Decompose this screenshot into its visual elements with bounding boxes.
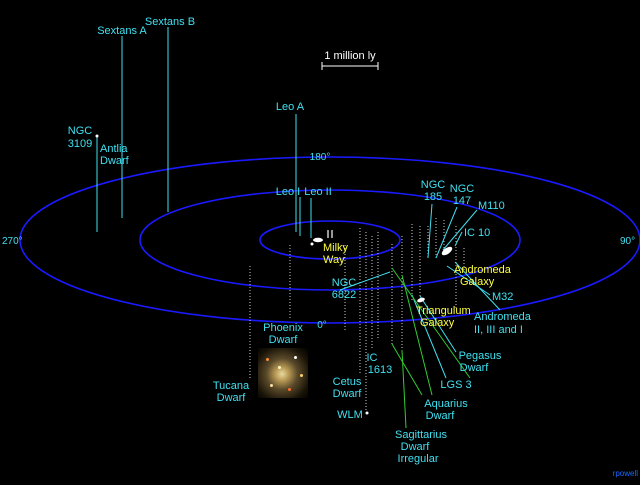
label-antlia-1: Antlia: [100, 143, 128, 155]
label-sextans-b: Sextans B: [145, 16, 195, 28]
inset-star: [294, 356, 297, 359]
deg-180: 180°: [310, 152, 331, 163]
marker-wlm: [365, 411, 369, 415]
deg-0: 0°: [317, 320, 327, 331]
leader-green-2: [401, 274, 433, 396]
label-sagittarius-2: Dwarf: [401, 441, 431, 453]
leader-pegasus: [419, 295, 457, 353]
inset-star: [288, 388, 291, 391]
label-pegasus-2: Dwarf: [460, 362, 490, 374]
label-leo-a: Leo A: [276, 101, 305, 113]
label-m110: M110: [478, 200, 505, 212]
label-milky-way-1: Milky: [323, 242, 349, 254]
label-sagittarius-3: Irregular: [398, 453, 439, 465]
marker-triangulum: [417, 297, 425, 303]
label-aquarius-2: Dwarf: [426, 410, 456, 422]
leader-ic10: [454, 231, 463, 247]
label-triangulum-1: Triangulum: [416, 305, 471, 317]
leader-sagittarius: [401, 349, 407, 429]
label-tucana-1: Tucana: [213, 380, 250, 392]
label-cetus-2: Dwarf: [333, 388, 363, 400]
marker-sgr: [310, 242, 314, 246]
label-antlia-2: Dwarf: [100, 155, 130, 167]
label-leo-i: Leo I: [276, 186, 300, 198]
phoenix-dwarf-photo: [258, 348, 308, 398]
inset-star: [300, 374, 303, 377]
label-ic1613-1: IC: [367, 352, 378, 364]
middle-orbit: [139, 189, 521, 291]
marker-milky-way: [313, 237, 323, 243]
credit: rpowell: [613, 469, 639, 478]
label-m32: M32: [492, 291, 513, 303]
label-andromeda-123-2: II, III and I: [474, 324, 523, 336]
outer-orbit: [19, 156, 640, 324]
label-ic10: IC 10: [464, 227, 490, 239]
leader-ngc147: [435, 206, 458, 259]
label-andromeda-1: Andromeda: [454, 264, 512, 276]
inset-star: [278, 366, 281, 369]
label-pegasus-1: Pegasus: [459, 350, 502, 362]
leader-ngc185: [427, 203, 433, 259]
label-wlm: WLM: [337, 409, 363, 421]
label-ngc185-2: 185: [424, 191, 442, 203]
label-ngc6822-1: NGC: [332, 277, 357, 289]
label-ngc147-1: NGC: [450, 183, 475, 195]
leader-ngc6822: [339, 271, 391, 291]
marker-andromeda: [441, 246, 453, 256]
dotted-stalks: [249, 218, 465, 412]
label-lgs3: LGS 3: [440, 379, 471, 391]
leader-lgs3: [411, 294, 447, 379]
green-leaders: [391, 267, 471, 429]
leader-lines: [339, 203, 501, 379]
deg-90: 90°: [620, 236, 635, 247]
label-cetus-1: Cetus: [333, 376, 362, 388]
label-ngc3109-1: NGC: [68, 125, 93, 137]
leader-m32: [446, 265, 491, 296]
label-andromeda-123-1: Andromeda: [474, 311, 532, 323]
label-tucana-2: Dwarf: [217, 392, 247, 404]
label-ngc147-2: 147: [453, 195, 471, 207]
inner-orbit: [259, 220, 401, 260]
label-ngc3109-2: 3109: [68, 138, 92, 150]
leader-aquarius: [391, 343, 423, 396]
label-phoenix-1: Phoenix: [263, 322, 303, 334]
leader-andromeda-123: [454, 261, 501, 311]
label-andromeda-2: Galaxy: [460, 276, 495, 288]
inset-star: [270, 384, 273, 387]
label-ngc185-1: NGC: [421, 179, 446, 191]
scale-bar-label: 1 million ly: [324, 50, 376, 62]
label-aquarius-1: Aquarius: [424, 398, 468, 410]
deg-270: 270°: [2, 236, 23, 247]
label-leo-ii: Leo II: [304, 186, 332, 198]
label-sagittarius-1: Sagittarius: [395, 429, 447, 441]
label-ic1613-2: 1613: [368, 364, 392, 376]
label-phoenix-2: Dwarf: [269, 334, 299, 346]
leader-m110: [442, 209, 478, 251]
label-ngc6822-2: 6822: [332, 289, 356, 301]
inset-star: [266, 358, 269, 361]
label-milky-way-2: Way: [323, 254, 345, 266]
label-triangulum-2: Galaxy: [420, 317, 455, 329]
label-sextans-a: Sextans A: [97, 25, 147, 37]
marker-ngc3109: [95, 134, 99, 138]
